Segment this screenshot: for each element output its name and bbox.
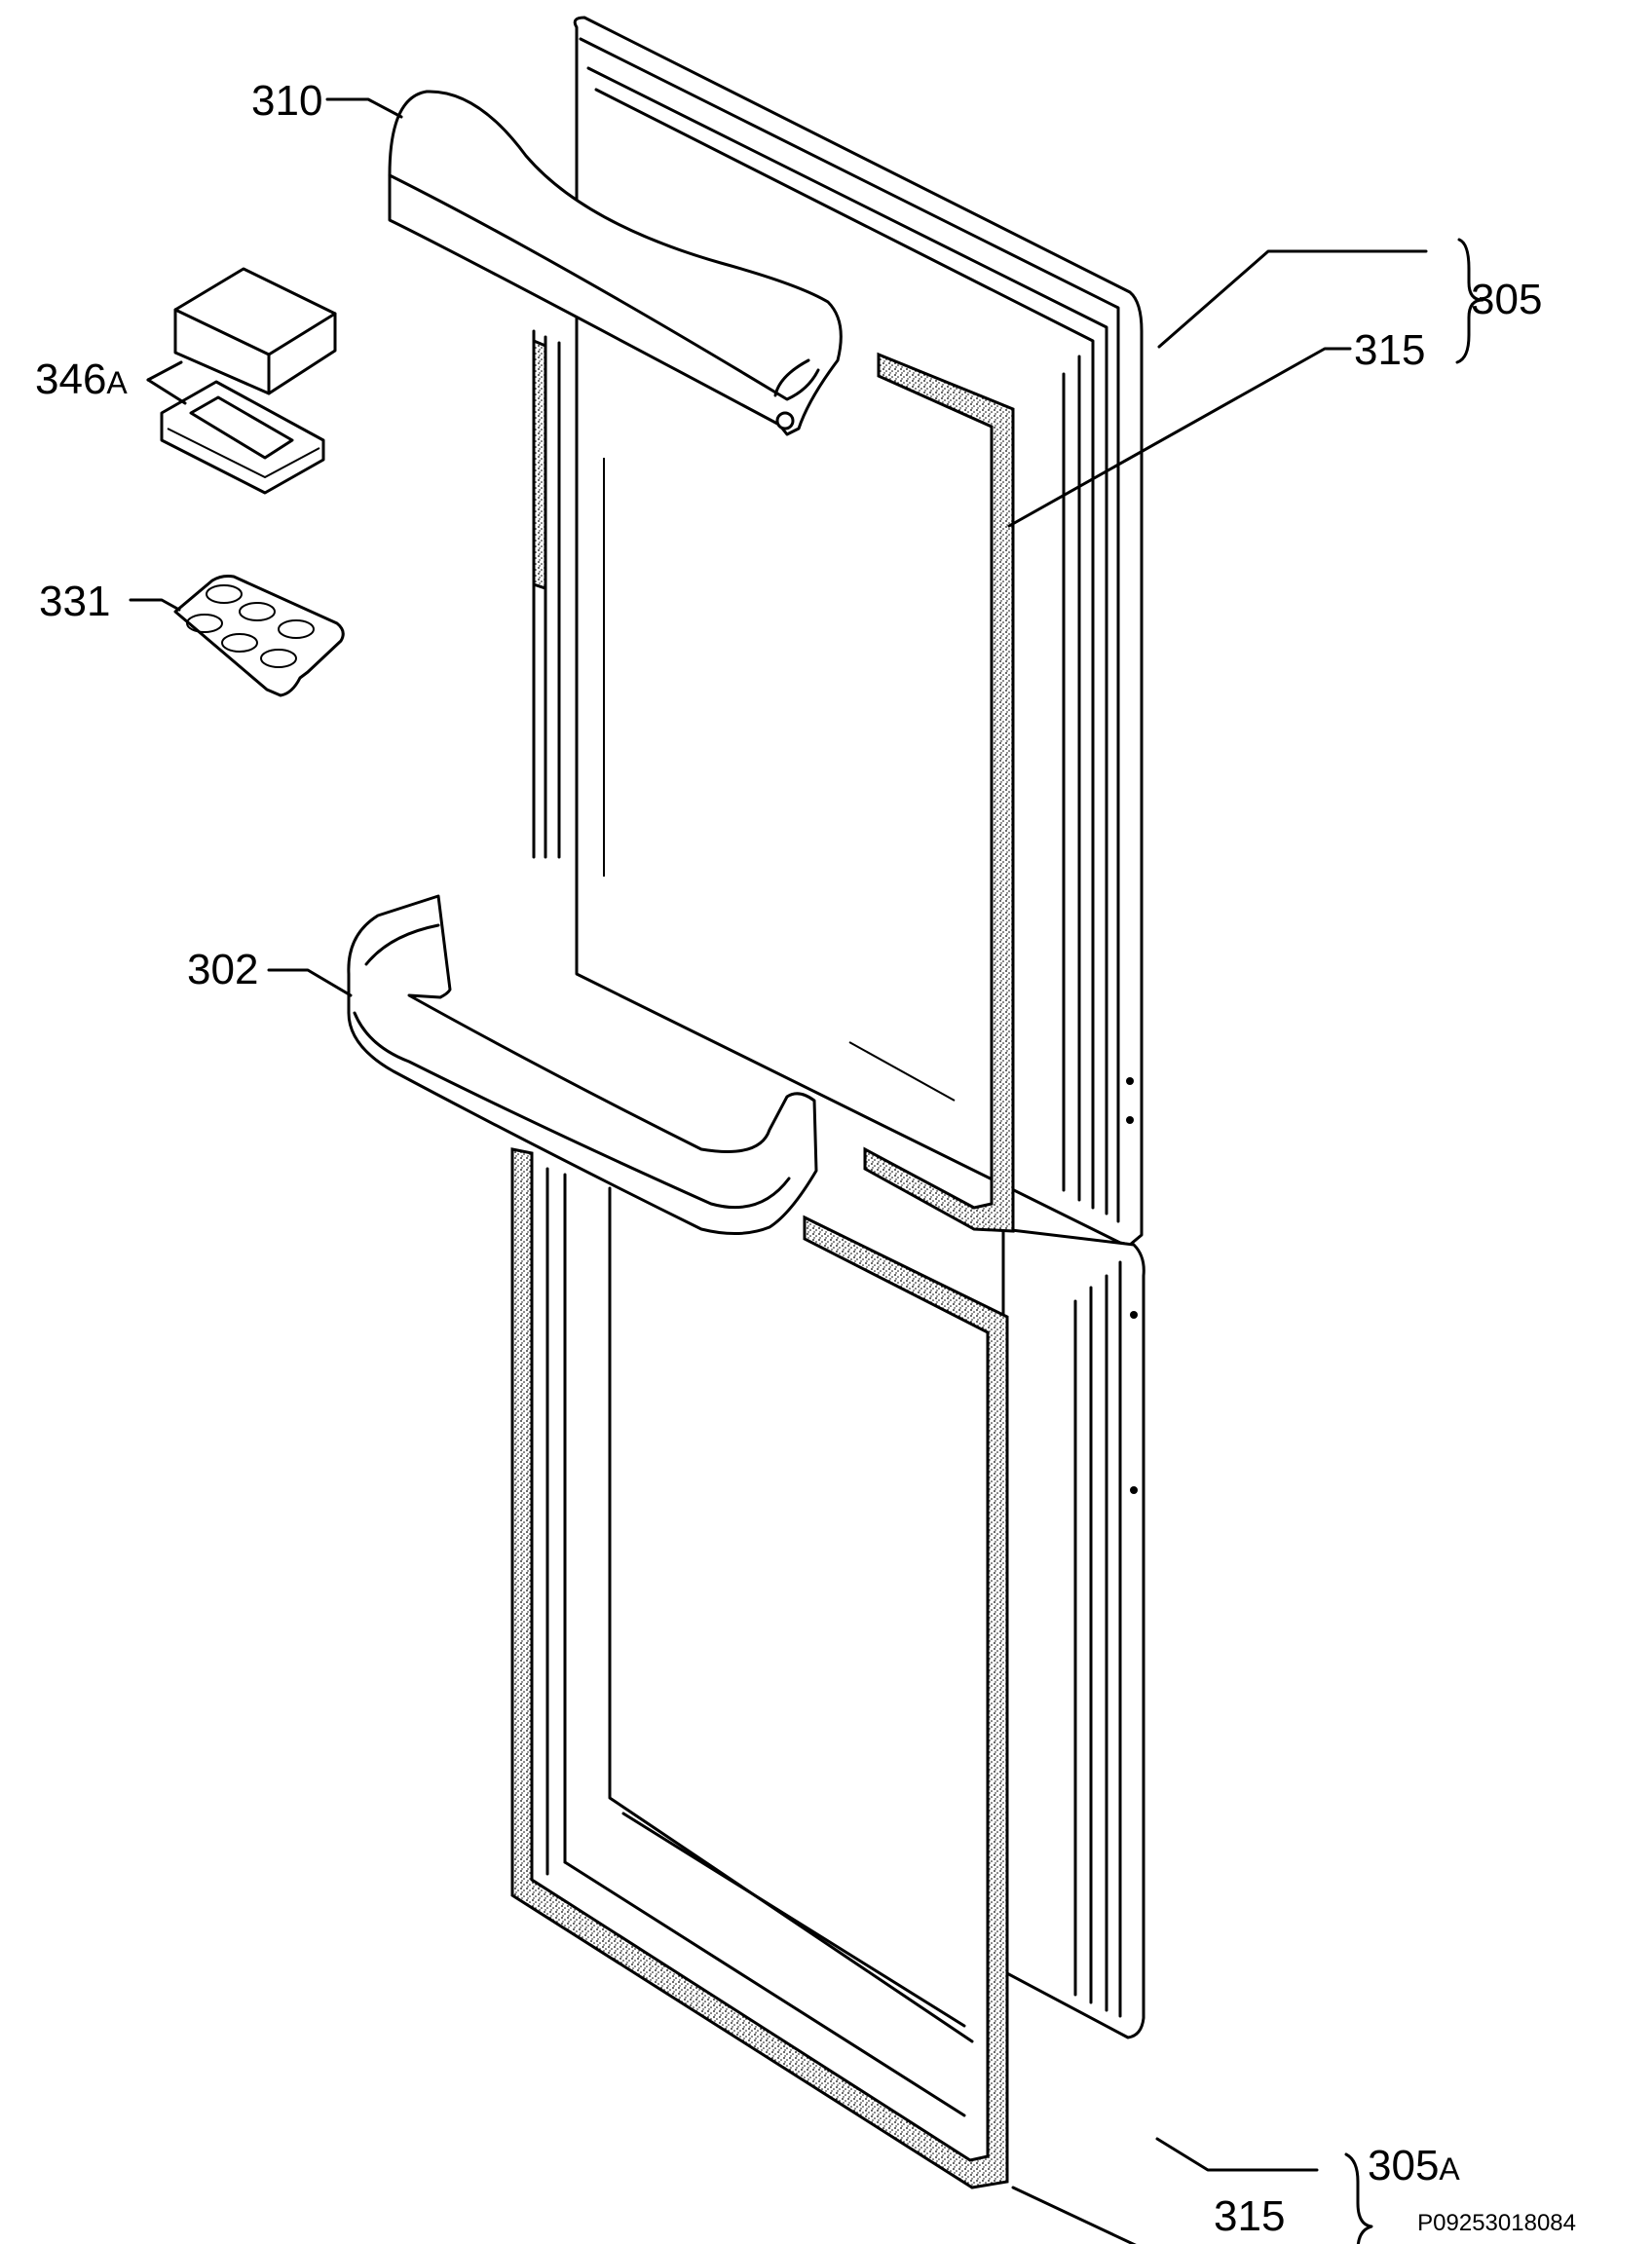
label-302: 302 (187, 946, 258, 993)
label-305: 305 (1471, 276, 1542, 323)
upper-door-seal (532, 329, 1015, 1233)
leader-305a (1155, 2137, 1319, 2172)
leader-315-top (1007, 347, 1352, 528)
lower-door-panel (1001, 1227, 1145, 2039)
brace-305 (1455, 238, 1484, 364)
reference-code: P09253018084 (1417, 2210, 1576, 2236)
leader-315-bottom (1011, 2186, 1137, 2244)
leader-331 (129, 598, 181, 612)
bottom-handle (347, 894, 818, 1236)
top-handle (388, 90, 843, 436)
leader-lines (129, 97, 1484, 2244)
leader-346a-a (146, 360, 183, 382)
upper-door-panel (573, 16, 1144, 1247)
leader-346a-b (146, 378, 187, 405)
leader-305 (1157, 249, 1428, 349)
filter-block (173, 267, 337, 395)
label-305a: 305A (1368, 2142, 1460, 2189)
label-331: 331 (39, 578, 110, 625)
lower-door-seal (510, 1147, 1009, 2189)
label-315-top: 315 (1354, 326, 1425, 374)
filter-frame (160, 380, 325, 495)
leader-302 (267, 968, 353, 997)
label-310: 310 (251, 77, 322, 125)
egg-tray (173, 575, 345, 697)
brace-305a (1344, 2152, 1373, 2244)
leader-310 (325, 97, 403, 119)
label-315-bottom: 315 (1214, 2192, 1285, 2240)
label-346a: 346A (35, 355, 128, 403)
part-labels: 310 346A 331 302 305 315 305A 315 (35, 77, 1542, 2240)
